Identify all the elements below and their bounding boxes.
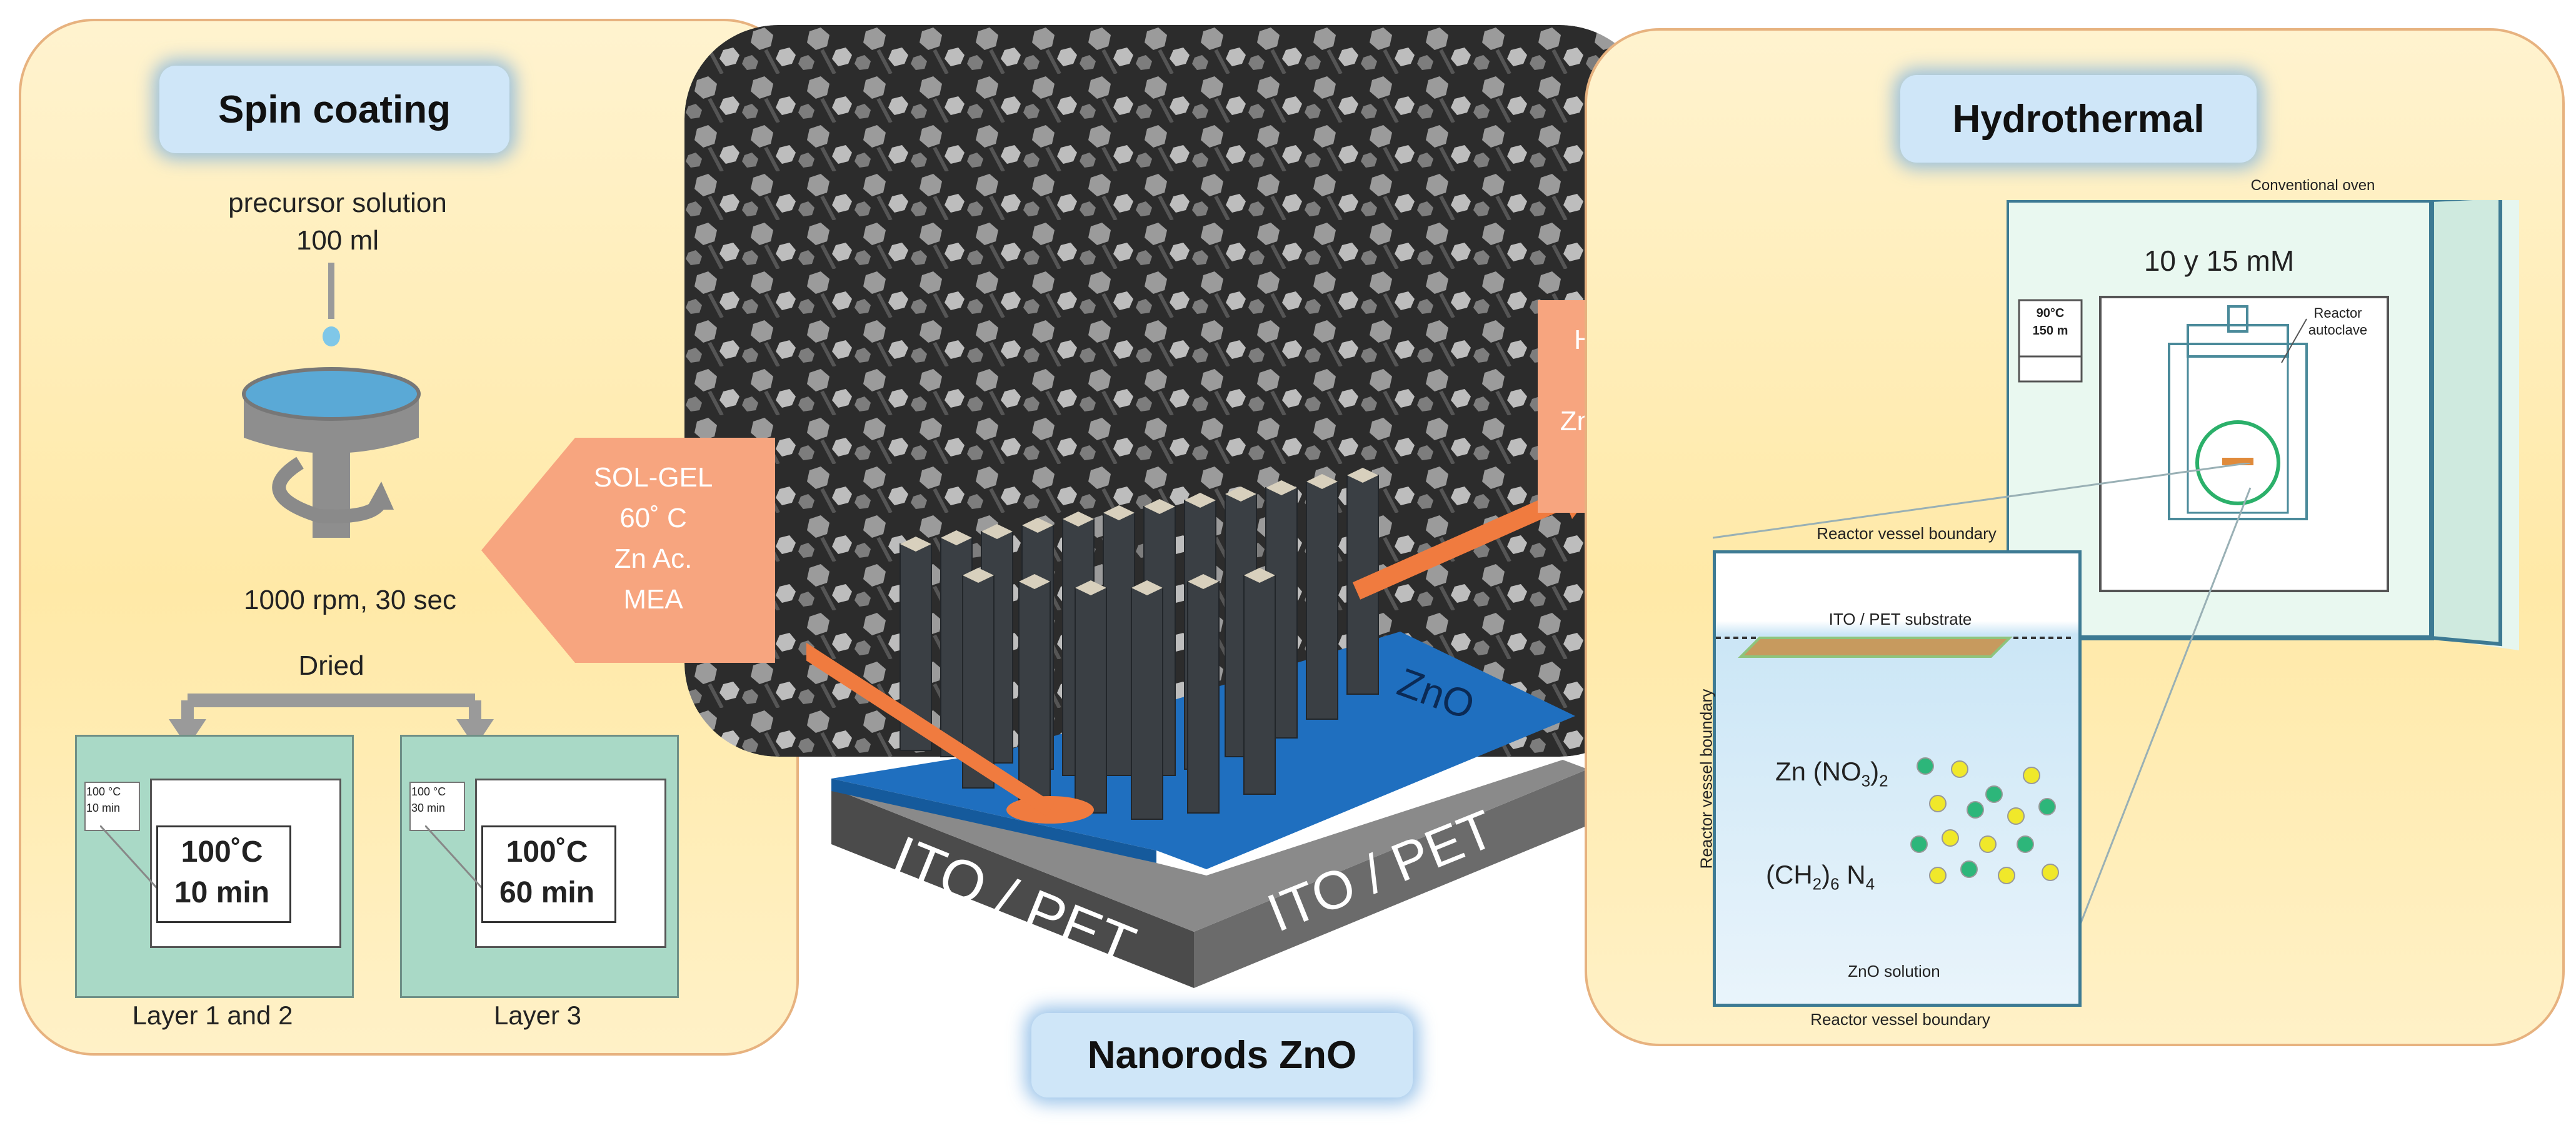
oven-setting-time: 150 m [2032, 324, 2068, 338]
solgel-line3: Zn Ac. [614, 543, 693, 574]
substrate-label: ITO / PET substrate [1828, 610, 1972, 628]
conventional-oven-label: Conventional oven [2250, 177, 2375, 194]
zoom-lines [1713, 463, 2252, 970]
conventional-oven [2007, 200, 2519, 650]
oven-setting-time-1: 10 min [86, 802, 121, 814]
vessel-boundary-top: Reactor vessel boundary [1817, 524, 1997, 543]
layer-1-2-caption: Layer 1 and 2 [132, 1001, 293, 1030]
reactor-vessel-box [1713, 550, 2082, 1007]
dried-label: Dried [298, 650, 364, 681]
solgel-line4: MEA [623, 584, 683, 615]
droplet [323, 326, 340, 346]
nanorods-zno-title: Nanorods ZnO [1031, 1013, 1413, 1097]
concentration-label: 10 y 15 mM [2143, 245, 2295, 277]
substrate-dashed-line [1716, 637, 2072, 658]
molecule-particles [1910, 757, 2059, 884]
oven-time-2: 60 min [499, 876, 595, 909]
vessel-boundary-bottom: Reactor vessel boundary [1810, 1010, 1990, 1029]
pipette-tip [328, 263, 334, 319]
ito-pet-base-left [831, 788, 1194, 988]
vessel-boundary-side: Reactor vessel boundary [1696, 689, 1716, 869]
dried-split-arrows [169, 694, 494, 747]
solgel-line1: SOL-GEL [593, 462, 713, 493]
oven-setting-temp-2: 100 °C [411, 785, 446, 798]
ito-pet-base-right [1194, 769, 1588, 988]
layer-3-caption: Layer 3 [493, 1001, 582, 1030]
reactor-label-line1: Reactor [2313, 305, 2362, 321]
oven-temp-1: 100˚C [181, 835, 263, 869]
reactor-label-line2: autoclave [2308, 322, 2368, 338]
oven-setting-temp: 90°C [2036, 306, 2065, 320]
oven-window-small-1 [84, 782, 140, 831]
oven-time-1: 10 min [174, 876, 270, 909]
oven-setting-time-2: 30 min [411, 802, 446, 814]
zno-solution-label: ZnO solution [1848, 962, 1940, 981]
spin-coater-icon [242, 263, 421, 538]
oven-setting-temp-1: 100 °C [86, 785, 121, 798]
spin-shaft [313, 450, 350, 538]
solgel-arrow-shape [481, 438, 775, 663]
zinc-nitrate-label: Zn (NO3)2 [1775, 757, 1888, 790]
spin-params-label: 1000 rpm, 30 sec [244, 585, 456, 615]
oven-temp-2: 100˚C [506, 835, 588, 869]
hmta-label: (CH2)6 N4 [1766, 860, 1875, 894]
spin-coating-title: Spin coating [159, 66, 509, 153]
oven-label-box-1 [156, 825, 291, 923]
hydrothermal-title: Hydrothermal [1900, 75, 2257, 163]
precursor-solution-label: precursor solution [228, 188, 447, 218]
solgel-line2: 60˚ C [619, 503, 687, 533]
oven-label-box-2 [481, 825, 616, 923]
precursor-volume-label: 100 ml [296, 225, 379, 256]
nanorod-substrate-illustration: ZnO ITO / PET ITO / PET [806, 468, 1600, 988]
oven-window-small-2 [409, 782, 465, 831]
rotation-arrow-icon [272, 457, 388, 523]
